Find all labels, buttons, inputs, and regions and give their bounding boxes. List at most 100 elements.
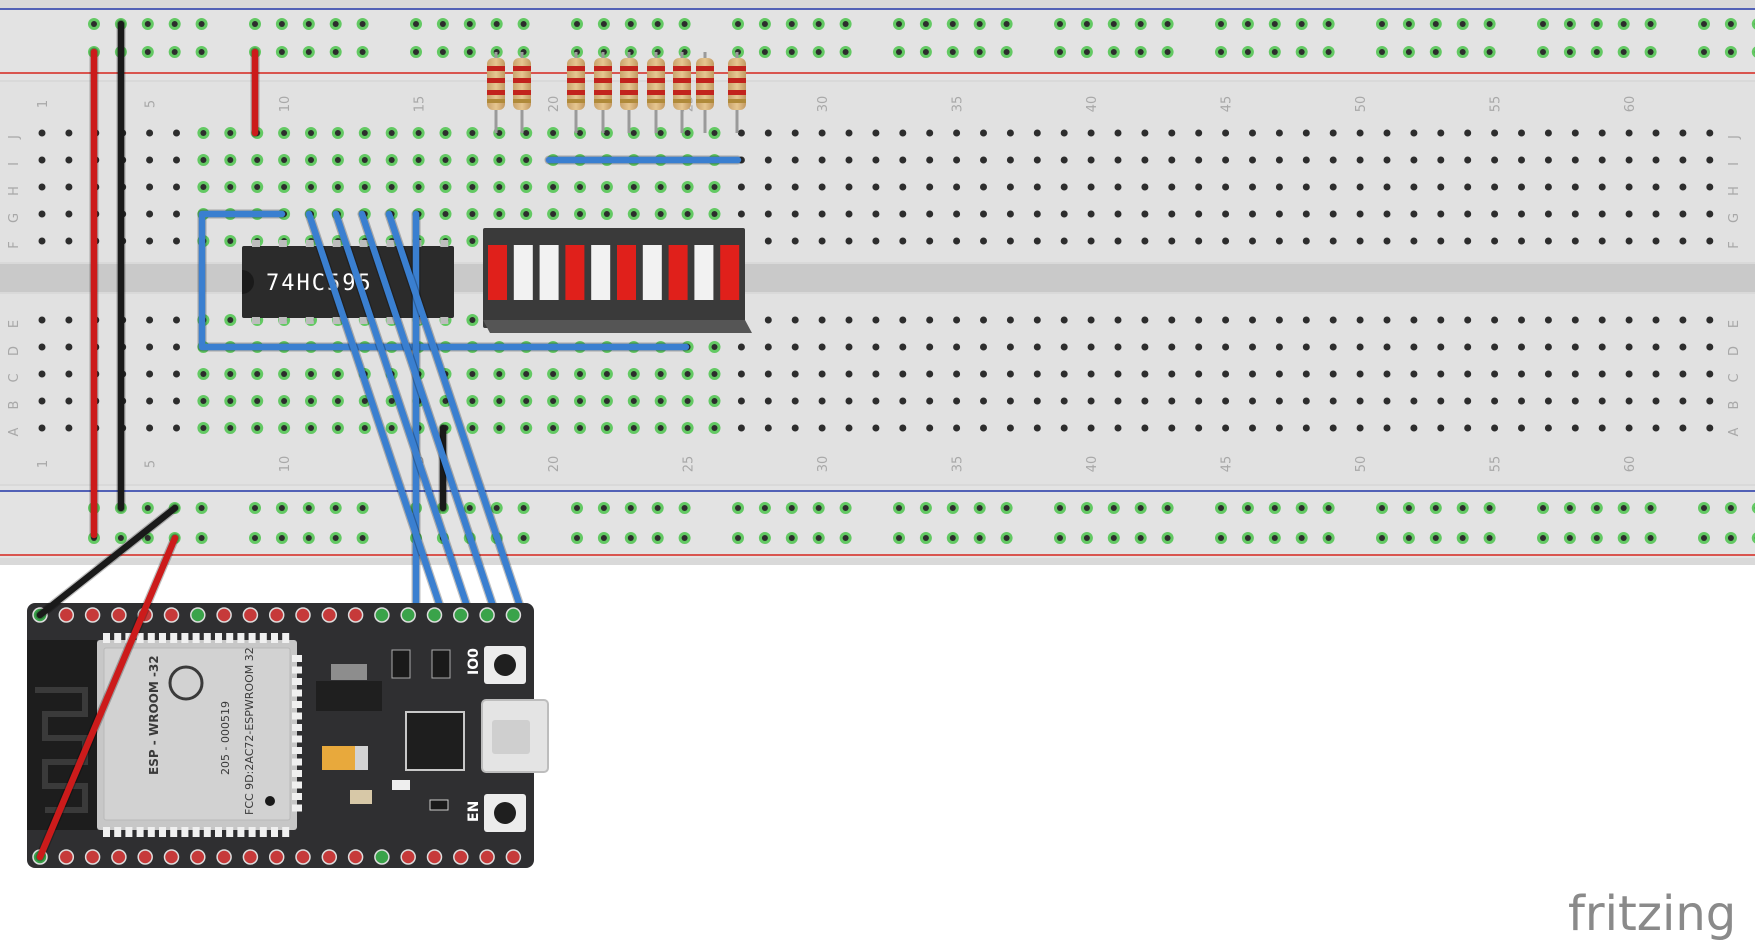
breadboard-hole[interactable]	[1141, 424, 1149, 432]
breadboard-hole[interactable]	[1598, 316, 1606, 324]
breadboard-hole[interactable]	[926, 316, 934, 324]
breadboard-hole[interactable]	[818, 210, 826, 218]
breadboard-hole[interactable]	[818, 156, 826, 164]
breadboard-hole[interactable]	[1302, 237, 1310, 245]
breadboard-hole[interactable]	[1168, 343, 1176, 351]
breadboard-hole[interactable]	[1679, 370, 1687, 378]
breadboard-hole[interactable]	[1491, 237, 1499, 245]
breadboard-hole[interactable]	[1706, 343, 1714, 351]
breadboard-hole[interactable]	[1060, 156, 1068, 164]
breadboard-hole[interactable]	[1168, 370, 1176, 378]
resistor[interactable]	[728, 52, 746, 133]
breadboard-hole[interactable]	[1544, 183, 1552, 191]
breadboard-hole[interactable]	[146, 210, 154, 218]
breadboard-hole[interactable]	[1033, 424, 1041, 432]
breadboard-hole[interactable]	[1329, 129, 1337, 137]
breadboard-hole[interactable]	[1222, 183, 1230, 191]
breadboard-hole[interactable]	[1302, 424, 1310, 432]
breadboard-hole[interactable]	[1410, 370, 1418, 378]
breadboard-hole[interactable]	[1114, 343, 1122, 351]
breadboard-hole[interactable]	[1464, 343, 1472, 351]
breadboard-hole[interactable]	[1652, 183, 1660, 191]
breadboard-hole[interactable]	[1625, 424, 1633, 432]
breadboard-hole[interactable]	[1625, 370, 1633, 378]
breadboard-hole-connected[interactable]	[1751, 502, 1755, 514]
breadboard-hole[interactable]	[1437, 424, 1445, 432]
breadboard-hole[interactable]	[1222, 210, 1230, 218]
breadboard-hole[interactable]	[1679, 316, 1687, 324]
breadboard-hole[interactable]	[764, 183, 772, 191]
esp32-devboard[interactable]: ESP - WROOM -32 205 - 000519 FCC 9D:2AC7…	[27, 603, 549, 868]
breadboard-hole[interactable]	[1168, 316, 1176, 324]
breadboard-hole[interactable]	[845, 183, 853, 191]
breadboard-hole[interactable]	[818, 424, 826, 432]
breadboard-hole[interactable]	[953, 210, 961, 218]
breadboard-hole-connected[interactable]	[1751, 46, 1755, 58]
esp32-pin[interactable]	[321, 849, 338, 865]
breadboard-hole[interactable]	[1222, 424, 1230, 432]
breadboard-hole[interactable]	[1141, 397, 1149, 405]
breadboard-hole[interactable]	[1544, 210, 1552, 218]
breadboard-hole[interactable]	[1275, 370, 1283, 378]
breadboard-hole[interactable]	[146, 237, 154, 245]
resistor[interactable]	[647, 52, 665, 133]
breadboard-hole[interactable]	[1087, 156, 1095, 164]
breadboard-hole[interactable]	[1087, 397, 1095, 405]
esp32-pin[interactable]	[479, 849, 495, 865]
breadboard-hole[interactable]	[1544, 424, 1552, 432]
breadboard-hole[interactable]	[1141, 237, 1149, 245]
breadboard-hole[interactable]	[1329, 210, 1337, 218]
en-button[interactable]	[494, 802, 516, 824]
breadboard-hole[interactable]	[980, 210, 987, 218]
breadboard-hole[interactable]	[1491, 183, 1499, 191]
breadboard-hole[interactable]	[173, 397, 180, 405]
breadboard-hole[interactable]	[872, 183, 880, 191]
breadboard-hole[interactable]	[980, 183, 987, 191]
breadboard-hole[interactable]	[1356, 397, 1364, 405]
breadboard-hole[interactable]	[1302, 397, 1310, 405]
breadboard-hole[interactable]	[65, 210, 73, 218]
breadboard-hole[interactable]	[1571, 210, 1579, 218]
breadboard-hole[interactable]	[173, 370, 180, 378]
breadboard-hole[interactable]	[65, 424, 73, 432]
breadboard-hole[interactable]	[1329, 424, 1337, 432]
breadboard-hole[interactable]	[1679, 129, 1687, 137]
breadboard-hole[interactable]	[1329, 343, 1337, 351]
breadboard-hole[interactable]	[1706, 156, 1714, 164]
breadboard-hole[interactable]	[1168, 210, 1176, 218]
breadboard-hole[interactable]	[38, 370, 46, 378]
breadboard-hole[interactable]	[1383, 183, 1391, 191]
breadboard-hole[interactable]	[764, 316, 772, 324]
breadboard-hole[interactable]	[926, 237, 934, 245]
breadboard-hole[interactable]	[1195, 370, 1203, 378]
breadboard-hole[interactable]	[926, 397, 934, 405]
breadboard-hole[interactable]	[146, 316, 154, 324]
breadboard-hole[interactable]	[1544, 156, 1552, 164]
breadboard-hole[interactable]	[1383, 210, 1391, 218]
breadboard-hole[interactable]	[1060, 397, 1068, 405]
breadboard-hole[interactable]	[1383, 343, 1391, 351]
breadboard-hole[interactable]	[1679, 210, 1687, 218]
breadboard-hole[interactable]	[1571, 129, 1579, 137]
breadboard-hole[interactable]	[1625, 397, 1633, 405]
breadboard-hole[interactable]	[1356, 129, 1364, 137]
breadboard-hole[interactable]	[1087, 129, 1095, 137]
breadboard-hole[interactable]	[1114, 237, 1122, 245]
breadboard-hole[interactable]	[1383, 370, 1391, 378]
breadboard-hole[interactable]	[65, 237, 73, 245]
breadboard-hole[interactable]	[899, 316, 907, 324]
esp32-pin[interactable]	[453, 607, 469, 623]
breadboard-hole[interactable]	[1464, 370, 1472, 378]
breadboard-hole[interactable]	[1060, 316, 1068, 324]
breadboard-hole[interactable]	[980, 156, 987, 164]
breadboard-hole[interactable]	[1275, 156, 1283, 164]
breadboard-hole[interactable]	[1464, 424, 1472, 432]
breadboard-hole[interactable]	[1329, 370, 1337, 378]
breadboard-hole[interactable]	[1114, 156, 1122, 164]
breadboard-hole[interactable]	[1302, 370, 1310, 378]
breadboard-hole[interactable]	[1652, 343, 1660, 351]
breadboard-hole[interactable]	[1625, 183, 1633, 191]
breadboard-hole[interactable]	[1275, 343, 1283, 351]
breadboard-hole[interactable]	[1006, 424, 1014, 432]
breadboard-hole[interactable]	[1464, 210, 1472, 218]
